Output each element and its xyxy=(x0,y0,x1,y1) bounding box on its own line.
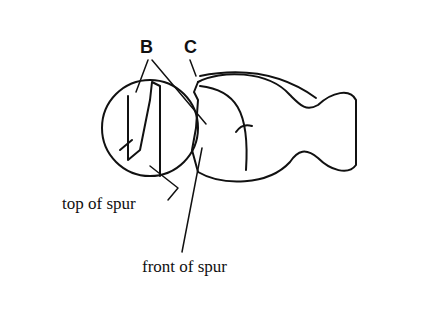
side-view-body xyxy=(198,74,356,181)
leader-line xyxy=(182,148,202,252)
end-view-circle xyxy=(102,80,198,176)
leader-line xyxy=(190,60,196,76)
leader-line xyxy=(136,60,148,92)
part-label: front of spur xyxy=(142,258,227,275)
spur-mark xyxy=(120,140,132,150)
callout-letter: B xyxy=(140,38,153,56)
spur-front xyxy=(192,82,198,172)
spur-band xyxy=(200,72,316,170)
leader-line xyxy=(150,166,178,200)
callout-letter: C xyxy=(184,38,197,56)
spur-detail xyxy=(236,125,252,132)
part-label: top of spur xyxy=(62,195,136,212)
leader-line xyxy=(152,60,206,124)
spur-profile xyxy=(128,82,160,176)
